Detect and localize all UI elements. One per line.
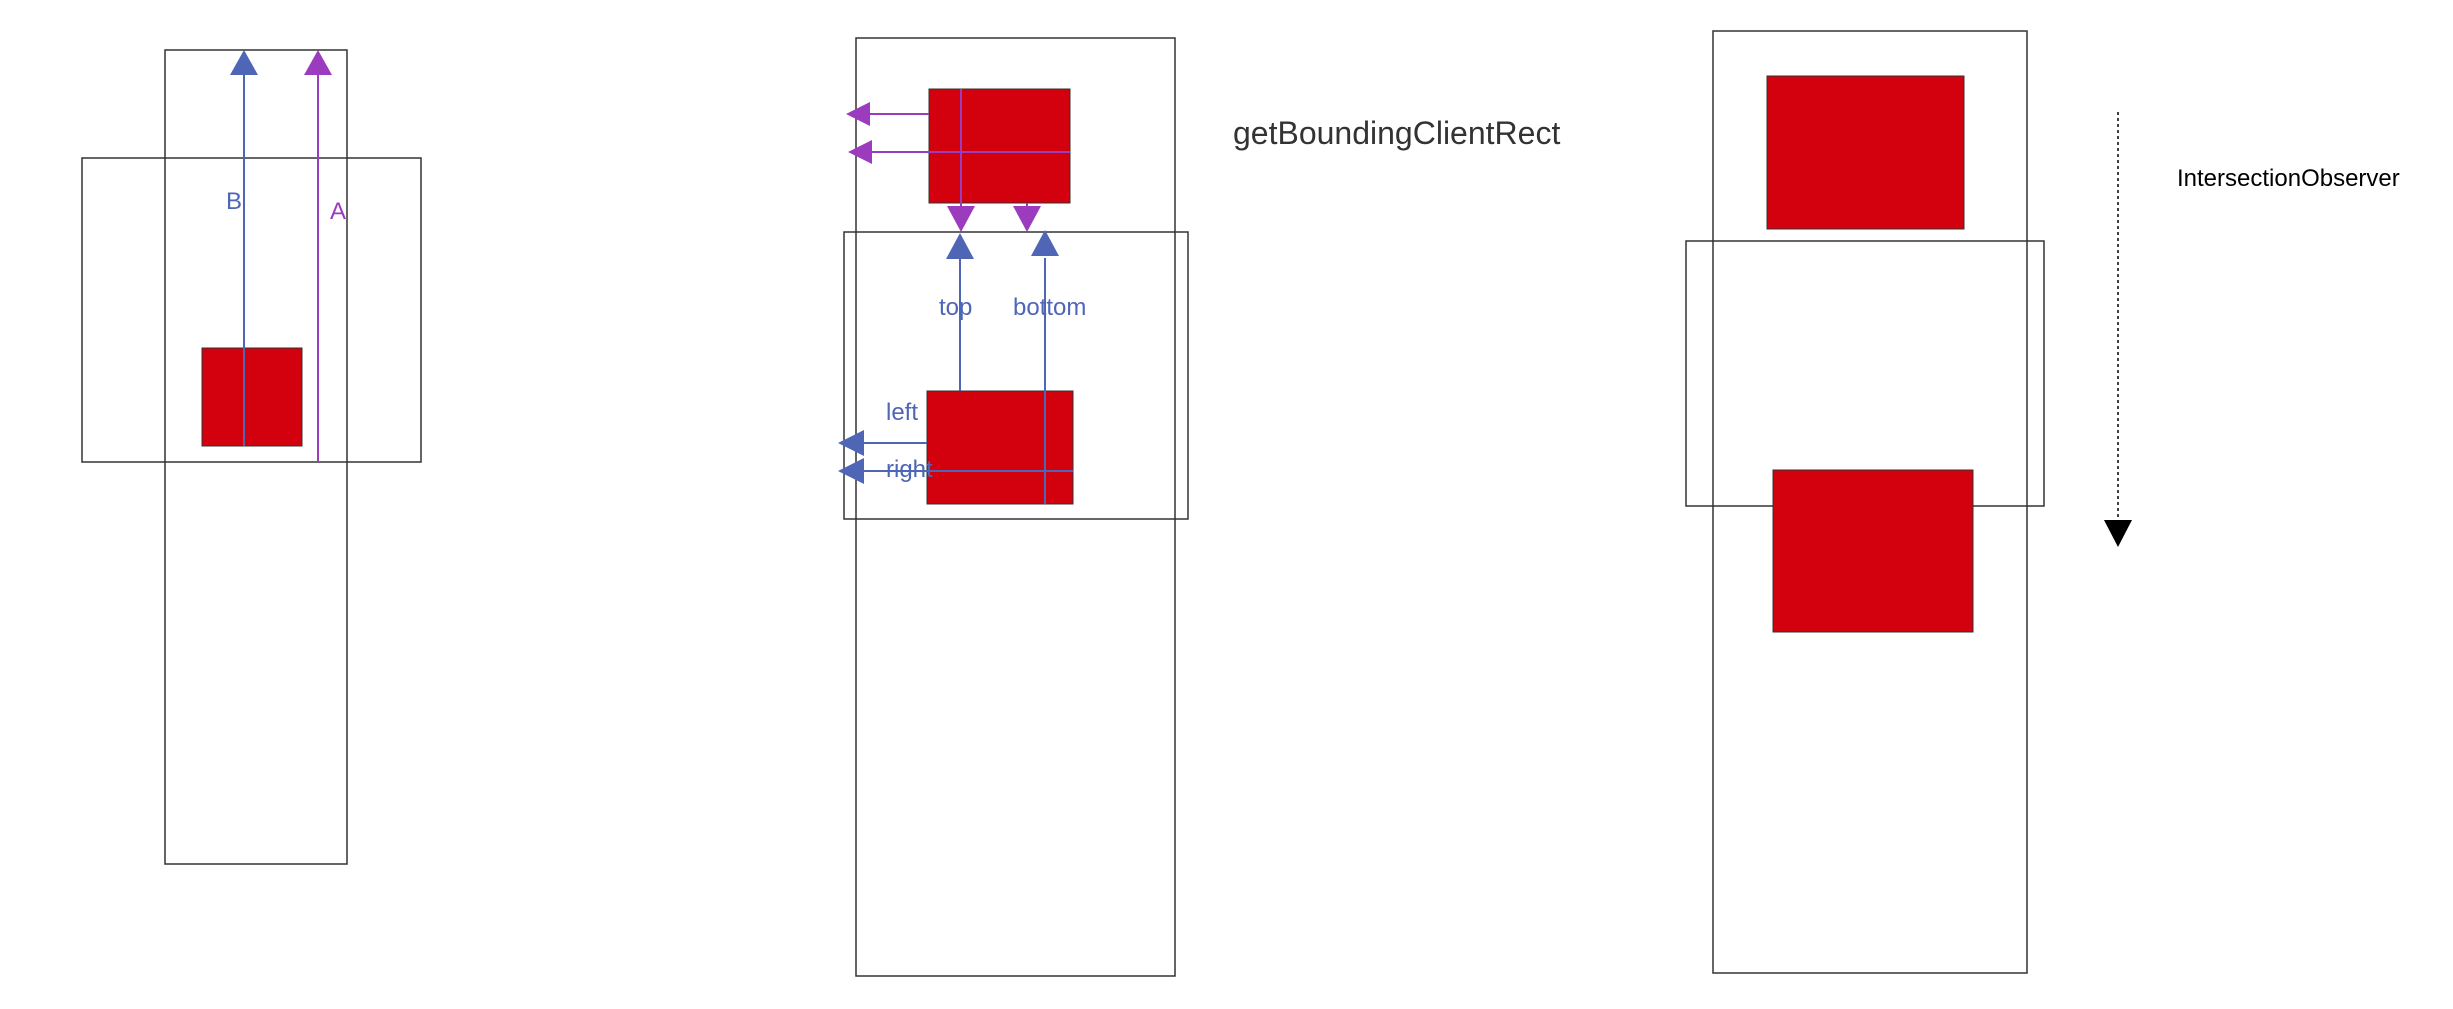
label-left: left [886,399,918,426]
panel-intersection-observer: IntersectionObserver [1685,30,2400,974]
triangle-up-icon [946,233,974,259]
element-in-viewport [926,390,1074,505]
label-top: top [939,294,972,321]
triangle-down-icon [2104,520,2132,547]
title-intersection-observer: IntersectionObserver [2177,165,2400,192]
label-right: right [886,456,933,483]
label-bottom: bottom [1013,294,1086,321]
element-above-viewport [1766,75,1965,230]
element-intersecting-viewport [1772,469,1974,633]
element-above-viewport [928,88,1071,204]
viewport-rect [843,231,1189,520]
panel-bounding-client-rect: top bottom left right getBoundingClientR… [838,37,1560,977]
panel-scroll-offset: B A [81,49,422,865]
viewport-rect [81,157,422,463]
triangle-up-icon [230,50,258,75]
triangle-up-icon [304,50,332,75]
document-rect [164,49,348,865]
triangle-left-icon [838,458,864,484]
title-get-bounding-client-rect: getBoundingClientRect [1233,115,1560,151]
triangle-down-icon [947,206,975,232]
triangle-down-icon [1013,206,1041,232]
triangle-left-icon [838,430,864,456]
document-rect [855,37,1176,977]
triangle-left-icon [848,140,872,164]
label-a: A [330,198,346,225]
triangle-left-icon [846,102,870,126]
target-element [201,347,303,447]
viewport-rect [1685,240,2045,507]
document-rect [1712,30,2028,974]
label-b: B [226,188,242,215]
triangle-up-icon [1031,230,1059,256]
